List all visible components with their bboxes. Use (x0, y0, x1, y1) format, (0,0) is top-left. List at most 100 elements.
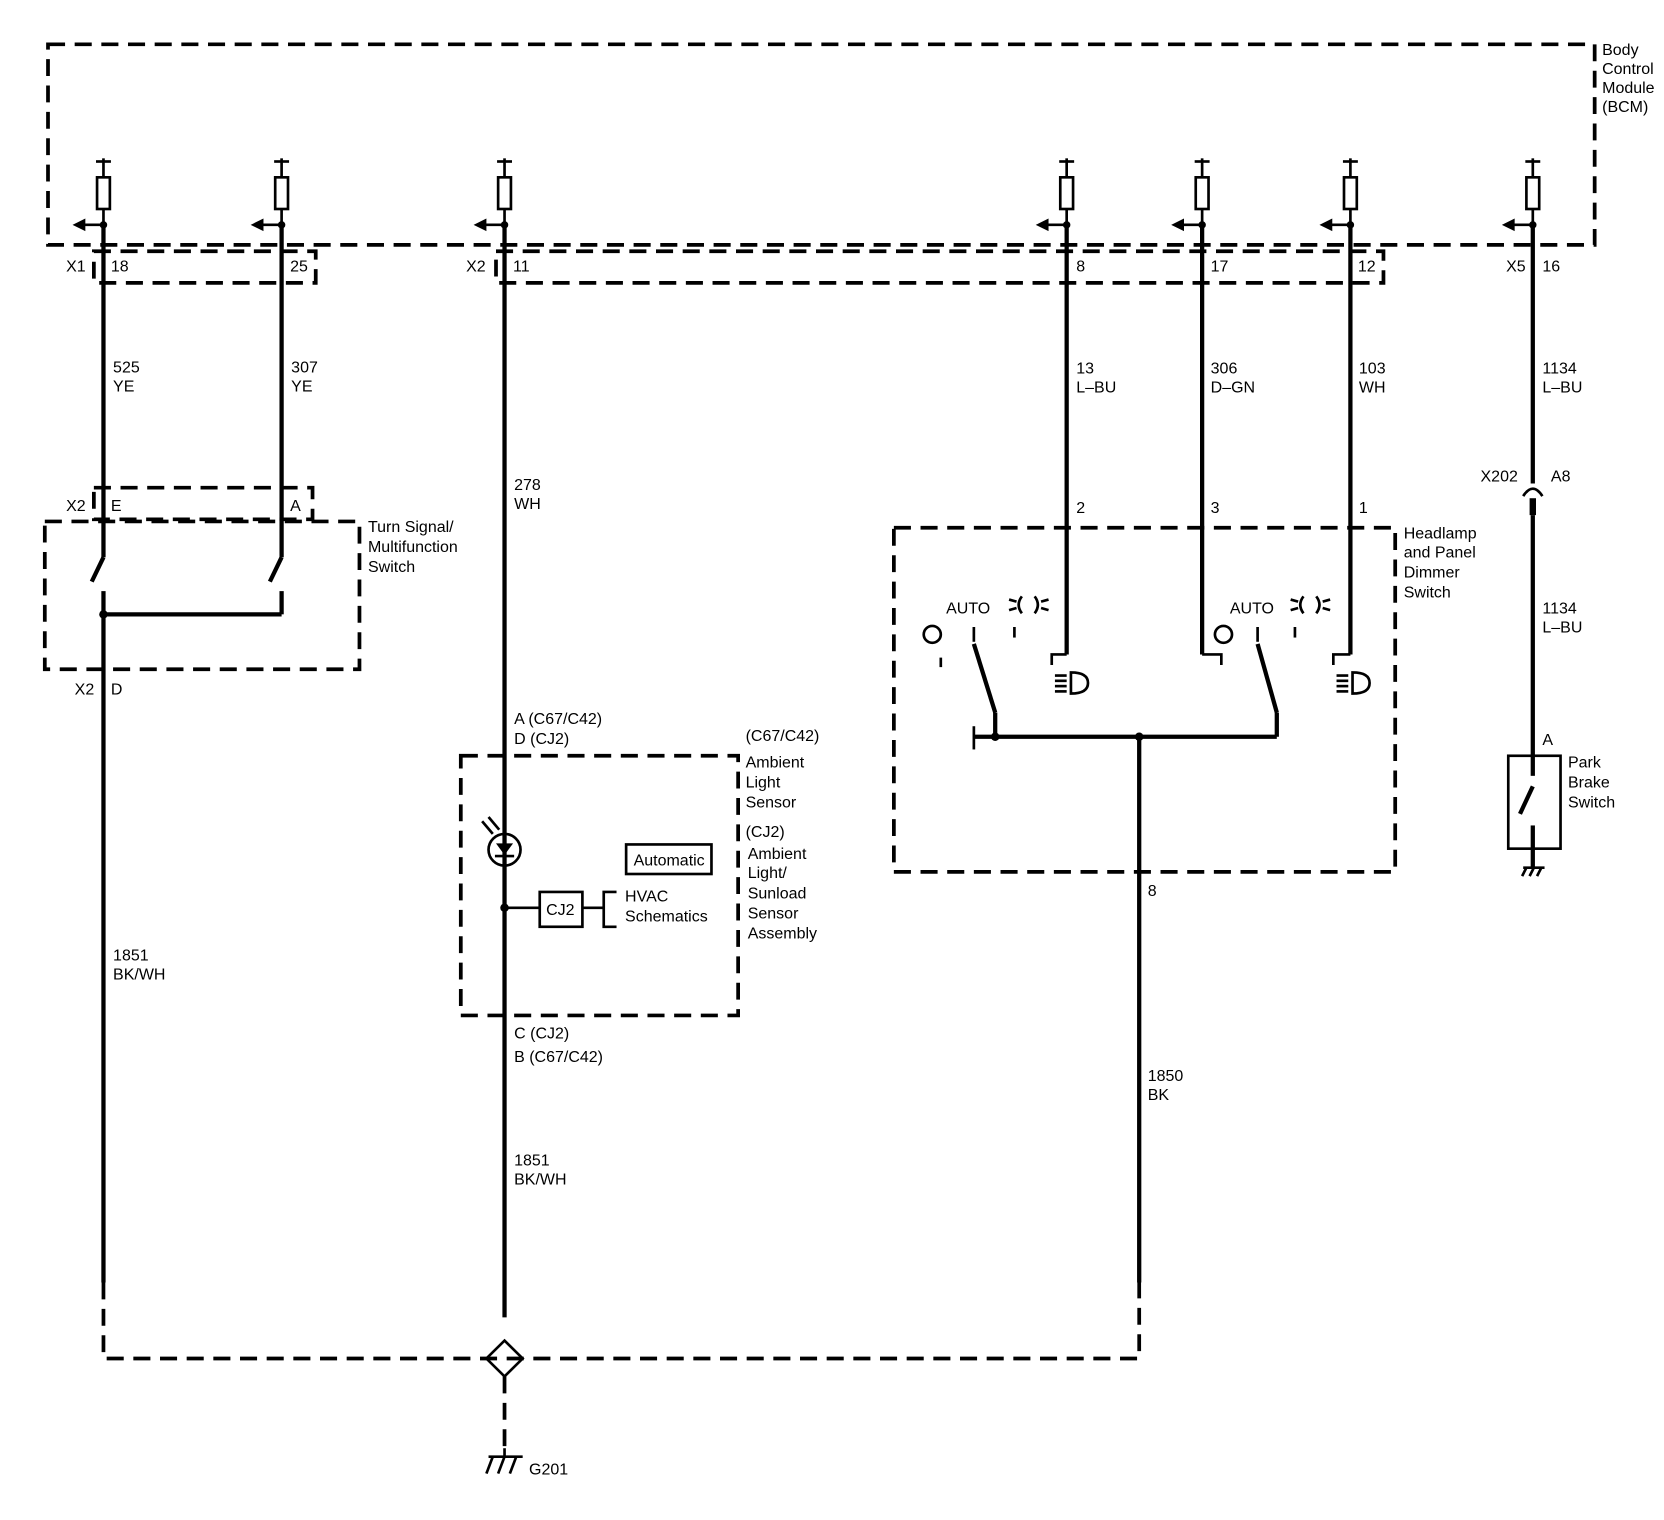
wire-525-num: 525 (113, 360, 140, 377)
ground-label: G201 (529, 1462, 568, 1479)
pin-8: 8 (1076, 258, 1085, 275)
wire-306-num: 306 (1211, 361, 1238, 378)
wire-1134a-num: 1134 (1542, 361, 1577, 378)
pin-11: 11 (513, 258, 530, 275)
hl-auto-left: AUTO (946, 600, 990, 617)
als-title2-5: Sensor (748, 905, 799, 922)
headlamp-icon (1054, 671, 1090, 695)
input-resistor-icon (1319, 158, 1359, 232)
park-brake-switch: X202 A8 A Park Brake Switch (1481, 468, 1615, 877)
pb-title-2: Brake (1568, 775, 1610, 792)
hl-title-1: Headlamp (1404, 525, 1477, 542)
wires (101, 224, 1535, 1318)
conn-x1: X1 (66, 258, 86, 275)
hl-pin-1: 1 (1359, 500, 1368, 517)
input-resistor-icon (1501, 158, 1541, 232)
pb-pin-a: A (1542, 732, 1553, 749)
als-top-pin-2: D (CJ2) (514, 731, 569, 748)
hvac-ref-2: Schematics (625, 909, 708, 926)
conn-x2: X2 (466, 258, 486, 275)
als-title2-4: Sunload (748, 885, 807, 902)
als-title1-1: (C67/C42) (746, 728, 820, 745)
als-title1-4: Sensor (746, 795, 797, 812)
hl-ground-pin: 8 (1148, 883, 1157, 900)
pb-a8: A8 (1551, 468, 1571, 485)
pb-x202: X202 (1481, 468, 1518, 485)
als-title2-1: (CJ2) (746, 824, 785, 841)
headlamp-switch: 2 3 1 Headlamp and Panel Dimmer Switch A… (892, 500, 1477, 900)
input-resistor-icon (1171, 158, 1210, 232)
pin-16: 16 (1542, 258, 1560, 275)
wire-307-color: YE (291, 379, 312, 396)
wire-1850-color: BK (1148, 1087, 1170, 1104)
wire-278-color: WH (514, 496, 541, 513)
ts-pin-a: A (290, 498, 301, 515)
wire-307-num: 307 (291, 360, 318, 377)
input-resistor-icon (1035, 158, 1075, 232)
wire-13-color: L–BU (1076, 380, 1116, 397)
hl-pin-2: 2 (1076, 500, 1085, 517)
ts-conn-x2-d: X2 (75, 682, 95, 699)
photodiode-icon (481, 816, 522, 867)
ground-splice: G201 (101, 1282, 1142, 1479)
input-resistor-icon (72, 158, 112, 232)
cj2-box-label: CJ2 (546, 902, 575, 919)
wire-278-num: 278 (514, 477, 541, 494)
pin-17: 17 (1211, 258, 1229, 275)
automatic-option: Automatic (634, 853, 705, 870)
wire-13-num: 13 (1076, 361, 1094, 378)
als-title2-3: Light/ (748, 865, 788, 882)
ts-pin-e: E (111, 498, 122, 515)
wire-1134b-color: L–BU (1542, 619, 1582, 636)
wire-525-color: YE (113, 379, 134, 396)
bcm-title-2: Control (1602, 61, 1654, 78)
als-bottom-pin-1: C (CJ2) (514, 1026, 569, 1043)
ts-title-3: Switch (368, 559, 415, 576)
als-title2-2: Ambient (748, 846, 807, 863)
pb-title-3: Switch (1568, 795, 1615, 812)
bcm-title-4: (BCM) (1602, 99, 1648, 116)
als-title1-2: Ambient (746, 754, 805, 771)
hvac-ref-1: HVAC (625, 889, 668, 906)
ts-pin-d: D (111, 682, 123, 699)
pb-title-1: Park (1568, 754, 1601, 771)
ground-icon (485, 1448, 523, 1475)
wire-1134a-color: L–BU (1542, 380, 1582, 397)
pin-25: 25 (290, 258, 308, 275)
wire-103-color: WH (1359, 380, 1386, 397)
als-title2-6: Assembly (748, 925, 817, 942)
bcm-title-1: Body (1602, 42, 1638, 59)
hl-title-3: Dimmer (1404, 564, 1461, 581)
bcm-module: Body Control Module (BCM) (46, 42, 1655, 247)
bcm-connector-strips (92, 249, 1386, 285)
wire-306-color: D–GN (1211, 380, 1255, 397)
wire-labels: 525 YE 307 YE 278 WH 13 L–BU 306 D–GN 10… (113, 360, 1582, 1189)
wire-1851b-color: BK/WH (514, 1171, 566, 1188)
wire-1134b-num: 1134 (1542, 600, 1577, 617)
hl-title-4: Switch (1404, 585, 1451, 602)
wire-103-num: 103 (1359, 361, 1386, 378)
wire-1851b-num: 1851 (514, 1152, 550, 1169)
parking-lamp-icon (1290, 595, 1331, 615)
pin-12: 12 (1358, 258, 1376, 275)
als-title1-3: Light (746, 775, 781, 792)
headlamp-icon (1336, 671, 1371, 695)
hl-pin-3: 3 (1211, 500, 1220, 517)
ambient-light-sensor: A (C67/C42) D (CJ2) CJ2 HVAC Schematics … (458, 711, 820, 1066)
input-resistor-icon (473, 158, 513, 232)
als-top-pin-1: A (C67/C42) (514, 711, 602, 728)
ts-conn-x2: X2 (66, 498, 86, 515)
wire-1851a-color: BK/WH (113, 967, 165, 984)
ts-title-1: Turn Signal/ (368, 519, 454, 536)
ts-title-2: Multifunction (368, 539, 458, 556)
conn-x5: X5 (1506, 258, 1526, 275)
wire-1851a-num: 1851 (113, 948, 149, 965)
wire-1850-num: 1850 (1148, 1068, 1184, 1085)
ground-icon (1520, 866, 1545, 877)
bcm-title-3: Module (1602, 80, 1655, 97)
pin-18: 18 (111, 258, 129, 275)
parking-lamp-icon (1008, 595, 1049, 615)
bcm-connector-labels: X1 18 25 X2 11 8 17 12 X5 16 (66, 258, 1560, 275)
turn-signal-switch: X2 E A Turn Signal/ Multifunction Switch… (42, 485, 458, 699)
